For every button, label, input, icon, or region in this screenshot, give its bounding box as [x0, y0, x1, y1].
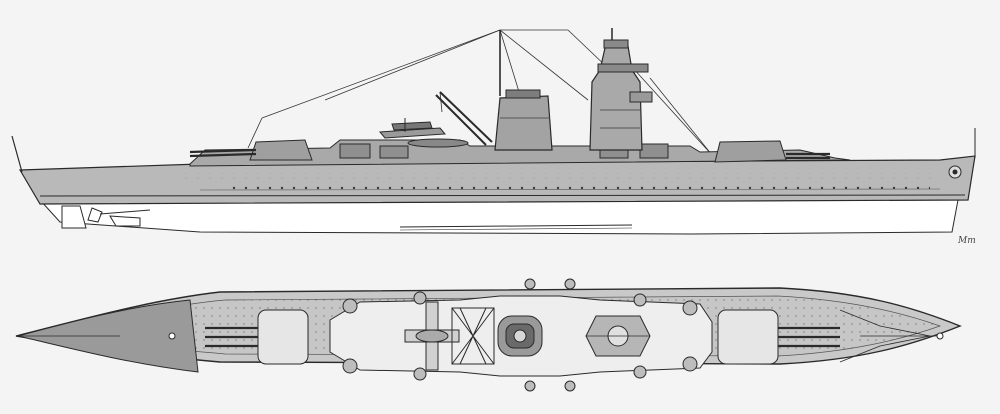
porthole-row-lower [230, 184, 930, 190]
crane [435, 91, 493, 146]
artist-signature: Mm [958, 236, 976, 246]
top-plan-view [15, 278, 962, 392]
rudder-propeller [61, 205, 151, 229]
porthole-row-upper [180, 173, 940, 179]
forward-turret-plan [717, 309, 840, 365]
fore-tower-plan [585, 315, 651, 357]
forward-main-turret [714, 140, 787, 163]
funnel-top [497, 315, 543, 357]
secondary-guns-side [339, 143, 669, 159]
aft-main-turret [249, 139, 313, 161]
bow-capstan [936, 332, 944, 340]
seaplane-catapult [378, 118, 469, 148]
aft-turret-plan [205, 309, 309, 365]
bow-deck-lines [839, 309, 940, 363]
side-profile-view [11, 28, 976, 235]
funnel [494, 95, 553, 151]
secondary-guns-plan [342, 278, 698, 392]
crane-plan [451, 307, 495, 365]
seaplane-plan [404, 301, 460, 371]
